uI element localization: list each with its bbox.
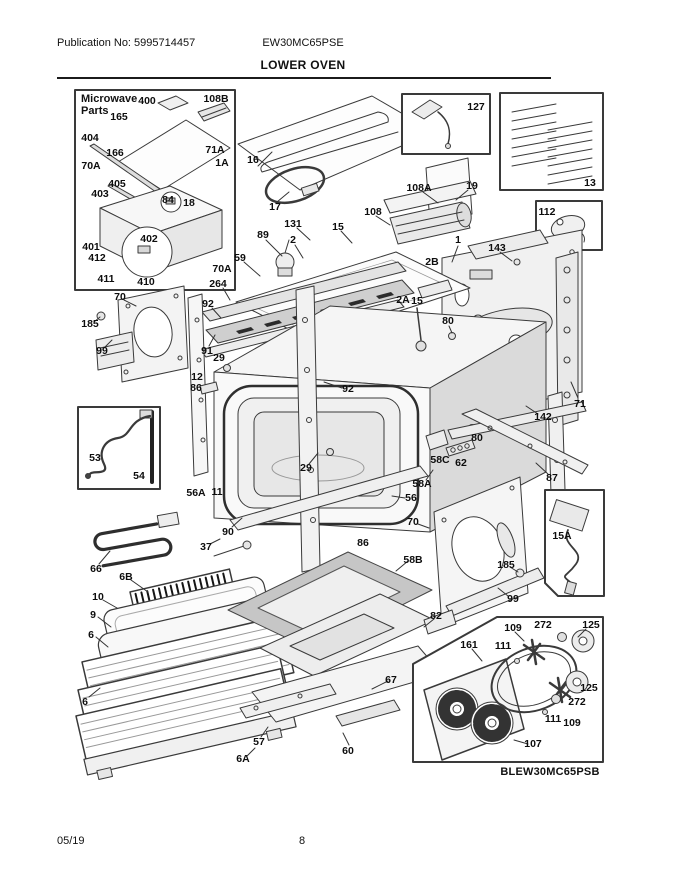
convection-bracket bbox=[264, 165, 326, 205]
diagram-caption: BLEW30MC65PSB bbox=[500, 766, 600, 778]
footer-date: 05/19 bbox=[57, 835, 85, 847]
title-rule bbox=[57, 77, 551, 79]
rear-insulation-and-broil bbox=[383, 157, 477, 245]
bake-element bbox=[93, 511, 180, 568]
left-side-panel bbox=[95, 285, 189, 383]
rack-inset-box bbox=[499, 92, 604, 191]
lower-trim-rails bbox=[213, 465, 429, 557]
door-gasket bbox=[222, 384, 420, 526]
wire-inset-box bbox=[77, 406, 161, 490]
oven-cavity bbox=[213, 305, 547, 533]
small-hardware bbox=[199, 229, 549, 456]
page-title: LOWER OVEN bbox=[260, 58, 346, 72]
model-number: EW30MC65PSE bbox=[262, 37, 344, 49]
right-side-rail bbox=[555, 251, 579, 427]
base-insulation-slab bbox=[227, 551, 433, 651]
probe-inset-box bbox=[401, 93, 491, 155]
leader-lines bbox=[88, 151, 587, 757]
cooling-fan-inset-box bbox=[412, 616, 604, 763]
sensor-inset-box bbox=[544, 489, 605, 597]
sliding-rack bbox=[75, 668, 297, 780]
lower-frame bbox=[239, 593, 443, 727]
footer-page-number: 8 bbox=[298, 835, 306, 847]
microwave-parts-label: Microwave Parts bbox=[81, 93, 138, 118]
publication-number: Publication No: 5995714457 bbox=[57, 37, 196, 49]
right-lower-parts bbox=[423, 401, 589, 635]
microwave-inset-box bbox=[74, 89, 236, 291]
